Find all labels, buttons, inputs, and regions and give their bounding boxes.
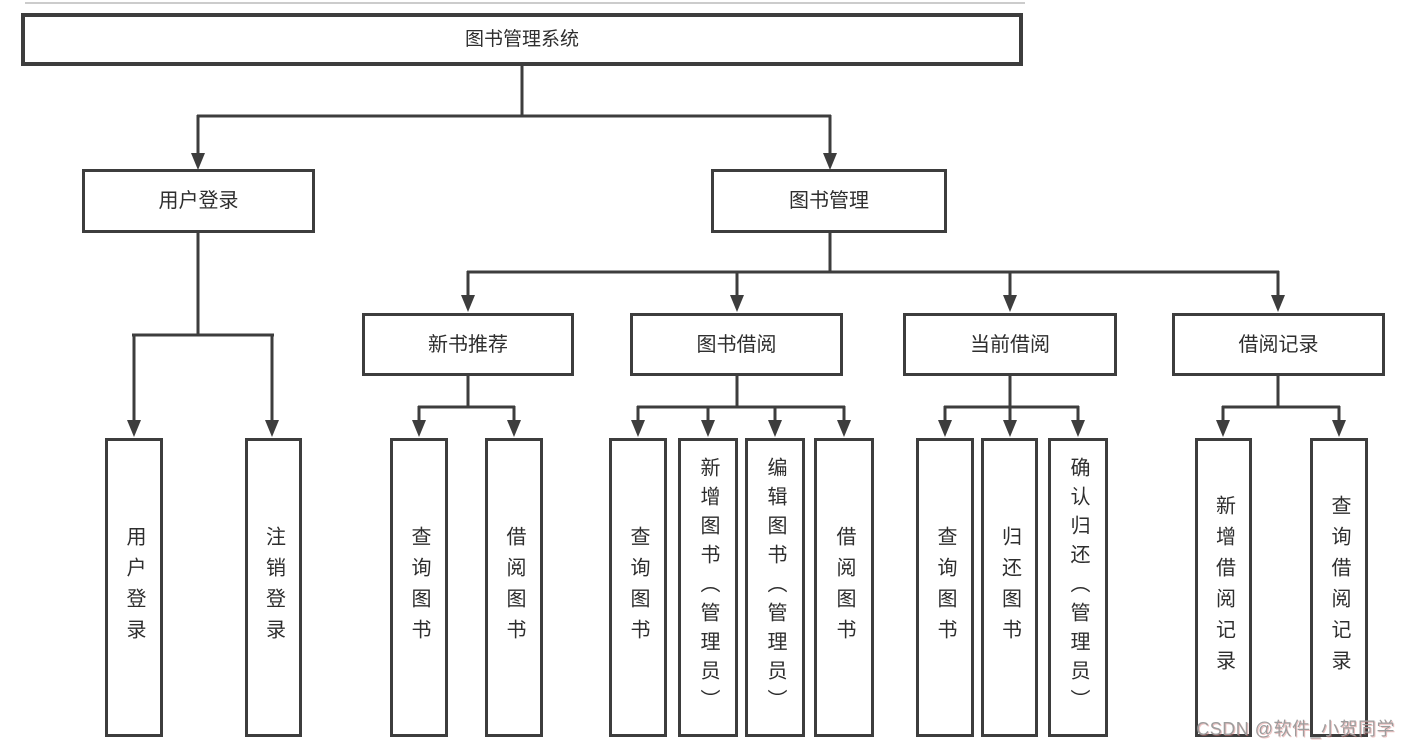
leaf-confirm-return-admin: 确认归还（管理员） [1048,438,1108,737]
leaf-return-books: 归还图书 [981,438,1038,737]
node-book-management-branch: 图书管理 [711,169,947,233]
node-book-borrowing: 图书借阅 [630,313,843,376]
arrow-heads [127,153,1346,437]
leaf-query-books-current: 查询图书 [916,438,974,737]
leaf-logout: 注销登录 [245,438,302,737]
top-divider-line [25,2,1025,4]
node-user-login-branch: 用户登录 [82,169,315,233]
leaf-query-books-recommend: 查询图书 [390,438,448,737]
leaf-query-books-borrow: 查询图书 [609,438,667,737]
leaf-query-borrow-record: 查询借阅记录 [1310,438,1368,737]
connector-edges [132,66,1341,423]
leaf-borrow-books: 借阅图书 [814,438,874,737]
leaf-edit-books-admin: 编辑图书（管理员） [745,438,805,737]
leaf-user-login: 用户登录 [105,438,163,737]
leaf-add-books-admin: 新增图书（管理员） [678,438,738,737]
node-new-book-recommendation: 新书推荐 [362,313,574,376]
leaf-add-borrow-record: 新增借阅记录 [1195,438,1252,737]
leaf-borrow-books-recommend: 借阅图书 [485,438,543,737]
watermark: CSDN @软件_小贺同学 [1196,719,1395,739]
node-root-system: 图书管理系统 [21,13,1023,66]
node-current-borrowing: 当前借阅 [903,313,1117,376]
node-borrowing-records: 借阅记录 [1172,313,1385,376]
